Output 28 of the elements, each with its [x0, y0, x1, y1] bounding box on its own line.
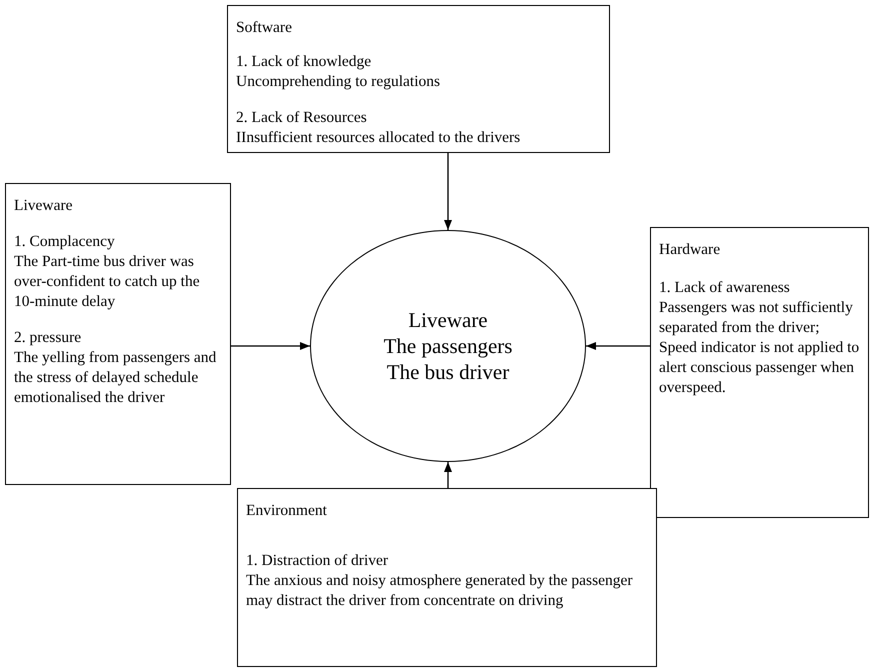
box-heading: Hardware [659, 240, 722, 260]
box-text: Passengers was not sufficiently separated from the driver; [659, 298, 854, 338]
box-text: IInsufficient resources allocated to the drivers [236, 128, 522, 148]
box-text: 2. Lack of Resources [236, 108, 368, 128]
box-text: The Part-time bus driver was over-confident to catch up the 10-minute delay [14, 252, 201, 312]
box-text: 2. pressure [14, 328, 82, 348]
ellipse-text: The passengers [384, 333, 512, 359]
box-heading: Software [236, 18, 293, 38]
factor-box [5, 183, 231, 485]
ellipse-text: Liveware [408, 307, 488, 333]
box-text: Speed indicator is not applied to alert conscious passenger when overspeed. [659, 338, 860, 398]
factor-box [227, 5, 610, 153]
arrow [586, 342, 650, 350]
box-heading: Environment [246, 501, 328, 521]
arrow [444, 153, 452, 230]
ellipse-text: The bus driver [386, 359, 510, 385]
box-text: The yelling from passengers and the stress of delayed schedule emotionalised the driver [14, 348, 218, 408]
box-text: 1. Distraction of driver [246, 551, 390, 571]
box-text: 1. Lack of knowledge [236, 52, 372, 72]
box-text: 1. Lack of awareness [659, 278, 791, 298]
arrow [231, 342, 310, 350]
box-text: Uncomprehending to regulations [236, 72, 442, 92]
arrow [444, 462, 452, 488]
factor-box [650, 227, 869, 518]
box-text: The anxious and noisy atmosphere generated by the passenger may distract the driver from concentrate on driving [246, 571, 634, 611]
factor-box [237, 488, 657, 667]
box-heading: Liveware [14, 196, 74, 216]
box-text: 1. Complacency [14, 232, 116, 252]
